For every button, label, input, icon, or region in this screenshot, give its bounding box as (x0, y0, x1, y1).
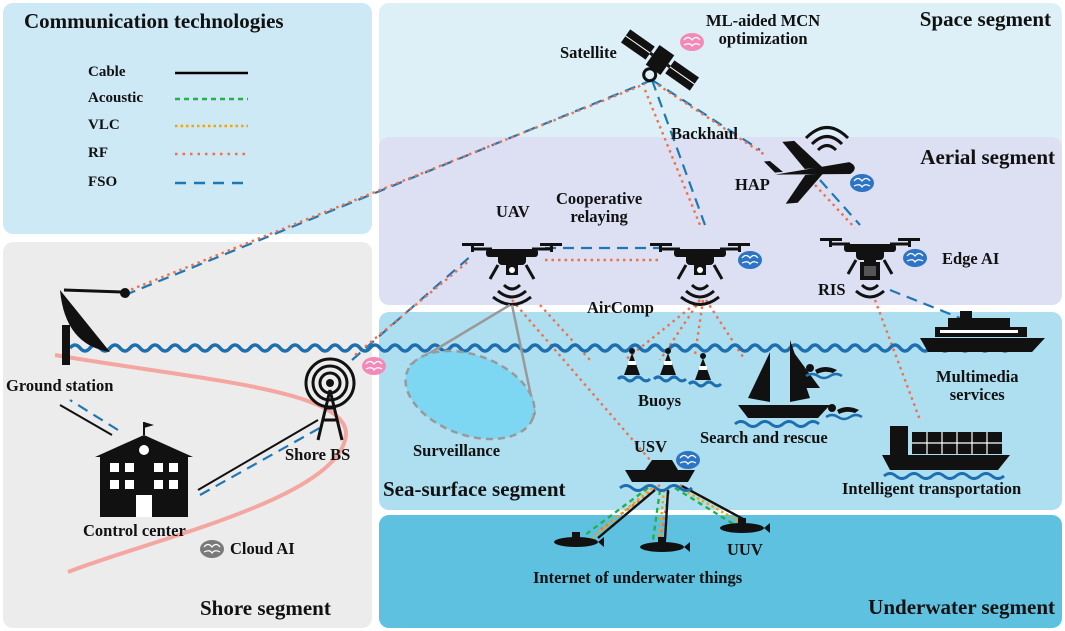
legend-label-cable: Cable (88, 64, 126, 80)
brain-icon (902, 248, 928, 268)
cooperative-line-1: Cooperative (556, 189, 643, 208)
buoy-icon (616, 346, 652, 383)
usv-label: USV (634, 437, 668, 456)
sailing-ship-icon (734, 340, 830, 428)
edge-ai-label: Edge AI (942, 249, 1000, 268)
surveillance-label: Surveillance (413, 441, 501, 460)
hap-aircraft-icon (763, 140, 855, 204)
brain-icon (849, 173, 875, 193)
satellite-label: Satellite (560, 43, 617, 62)
uav-signal-icons (492, 283, 885, 306)
cooperative-line-2: relaying (570, 207, 628, 227)
uuv-icon (640, 537, 690, 552)
backhaul-label: Backhaul (671, 124, 738, 143)
uav-ris-icon (818, 236, 922, 280)
hap-signal-icon (804, 126, 850, 152)
search-rescue-label: Search and rescue (700, 428, 828, 447)
ml-aided-line-2: optimization (718, 29, 808, 49)
uav-label: UAV (496, 202, 530, 221)
cruise-ship-icon (920, 311, 1045, 352)
aerial-segment-title: Aerial segment (920, 145, 1055, 169)
uav-middle-icon (648, 241, 752, 281)
shore-segment-title: Shore segment (200, 596, 331, 620)
swimmer-icon (825, 404, 863, 421)
control-center-building-icon (95, 422, 193, 517)
hap-label: HAP (735, 175, 770, 194)
sea-surface-segment-title: Sea-surface segment (383, 477, 566, 501)
communication-panel (3, 3, 372, 234)
intelligent-transportation-label: Intelligent transportation (842, 479, 1022, 498)
aircomp-label: AirComp (587, 298, 654, 317)
surveillance-area (404, 303, 537, 441)
ground-station-dish-icon (60, 288, 130, 365)
uuv-label: UUV (727, 540, 763, 559)
underwater-segment-title: Underwater segment (868, 595, 1055, 619)
control-center-label: Control center (83, 521, 186, 540)
multimedia-line-1: Multimedia (936, 367, 1019, 386)
legend-label-acoustic: Acoustic (88, 90, 143, 106)
communication-technologies-title: Communication technologies (24, 9, 284, 33)
brain-icon (679, 32, 705, 52)
cooperative-relaying-label: Cooperative relaying (556, 189, 643, 227)
swimmer-icon (805, 364, 843, 380)
brain-icon (199, 539, 225, 559)
underwater-panel (379, 515, 1062, 628)
sea-surface-waves (68, 343, 1012, 353)
space-panel (379, 3, 1062, 153)
iout-label: Internet of underwater things (533, 568, 743, 587)
ris-label: RIS (818, 280, 846, 299)
ml-aided-label: ML-aided MCN optimization (706, 11, 821, 49)
ground-station-label: Ground station (6, 376, 114, 395)
cargo-ship-icon (882, 426, 1010, 480)
buoy-icon (652, 346, 688, 383)
multimedia-services-label: Multimedia services (936, 367, 1019, 405)
legend-label-fso: FSO (88, 174, 118, 190)
brain-icon (737, 250, 763, 270)
ml-aided-line-1: ML-aided MCN (706, 11, 821, 30)
space-segment-title: Space segment (919, 7, 1051, 31)
brain-icon (361, 356, 387, 376)
legend-label-rf: RF (88, 145, 108, 161)
cloud-ai-label: Cloud AI (230, 539, 295, 558)
uuv-icon (720, 518, 770, 533)
usv-icon (619, 460, 695, 492)
buoy-icon (687, 351, 723, 388)
shore-bs-tower-icon (304, 357, 356, 441)
multimedia-line-2: services (949, 385, 1005, 405)
legend-label-vlc: VLC (88, 117, 120, 133)
shore-bs-label: Shore BS (285, 445, 351, 464)
brain-icon (675, 450, 701, 470)
buoys-label: Buoys (638, 391, 682, 410)
satellite-icon (621, 29, 699, 91)
